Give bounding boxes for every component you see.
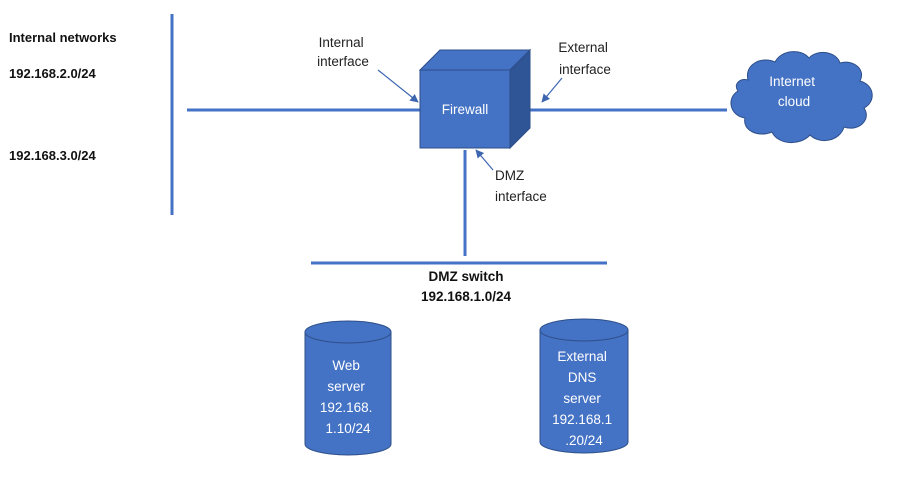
dmz-switch-title: DMZ switch	[428, 269, 503, 284]
web-server-label: Web server 192.168. 1.10/24	[320, 358, 376, 436]
internal-interface-arrow	[377, 69, 419, 103]
cloud-icon	[730, 51, 873, 143]
internal-networks-title: Internal networks	[9, 30, 117, 45]
dmz-interface-label: DMZ interface	[495, 168, 547, 204]
dmz-interface-arrow	[475, 149, 494, 171]
firewall-front-face	[419, 69, 511, 149]
dns-server-body	[539, 329, 629, 454]
web-server-cylinder: Web server 192.168. 1.10/24	[304, 320, 392, 456]
dmz-switch-subnet: 192.168.1.0/24	[421, 289, 512, 304]
internet-cloud: Internet cloud	[730, 51, 873, 143]
dns-server-cylinder: External DNS server 192.168.1 .20/24	[539, 318, 629, 454]
dns-server-top	[539, 318, 629, 342]
firewall-box: Firewall	[418, 48, 532, 150]
external-interface-label: External interface	[558, 40, 611, 77]
internet-cloud-label: Internet cloud	[769, 74, 819, 109]
firewall-label: Firewall	[442, 102, 489, 117]
dns-server-label: External DNS server 192.168.1 .20/24	[552, 349, 616, 448]
internal-subnet-2: 192.168.3.0/24	[9, 148, 97, 163]
web-server-body	[304, 331, 392, 456]
internal-subnet-1: 192.168.2.0/24	[9, 66, 97, 81]
external-interface-arrow	[541, 77, 563, 103]
internal-interface-label: Internal interface	[317, 35, 369, 69]
web-server-top	[304, 320, 392, 344]
